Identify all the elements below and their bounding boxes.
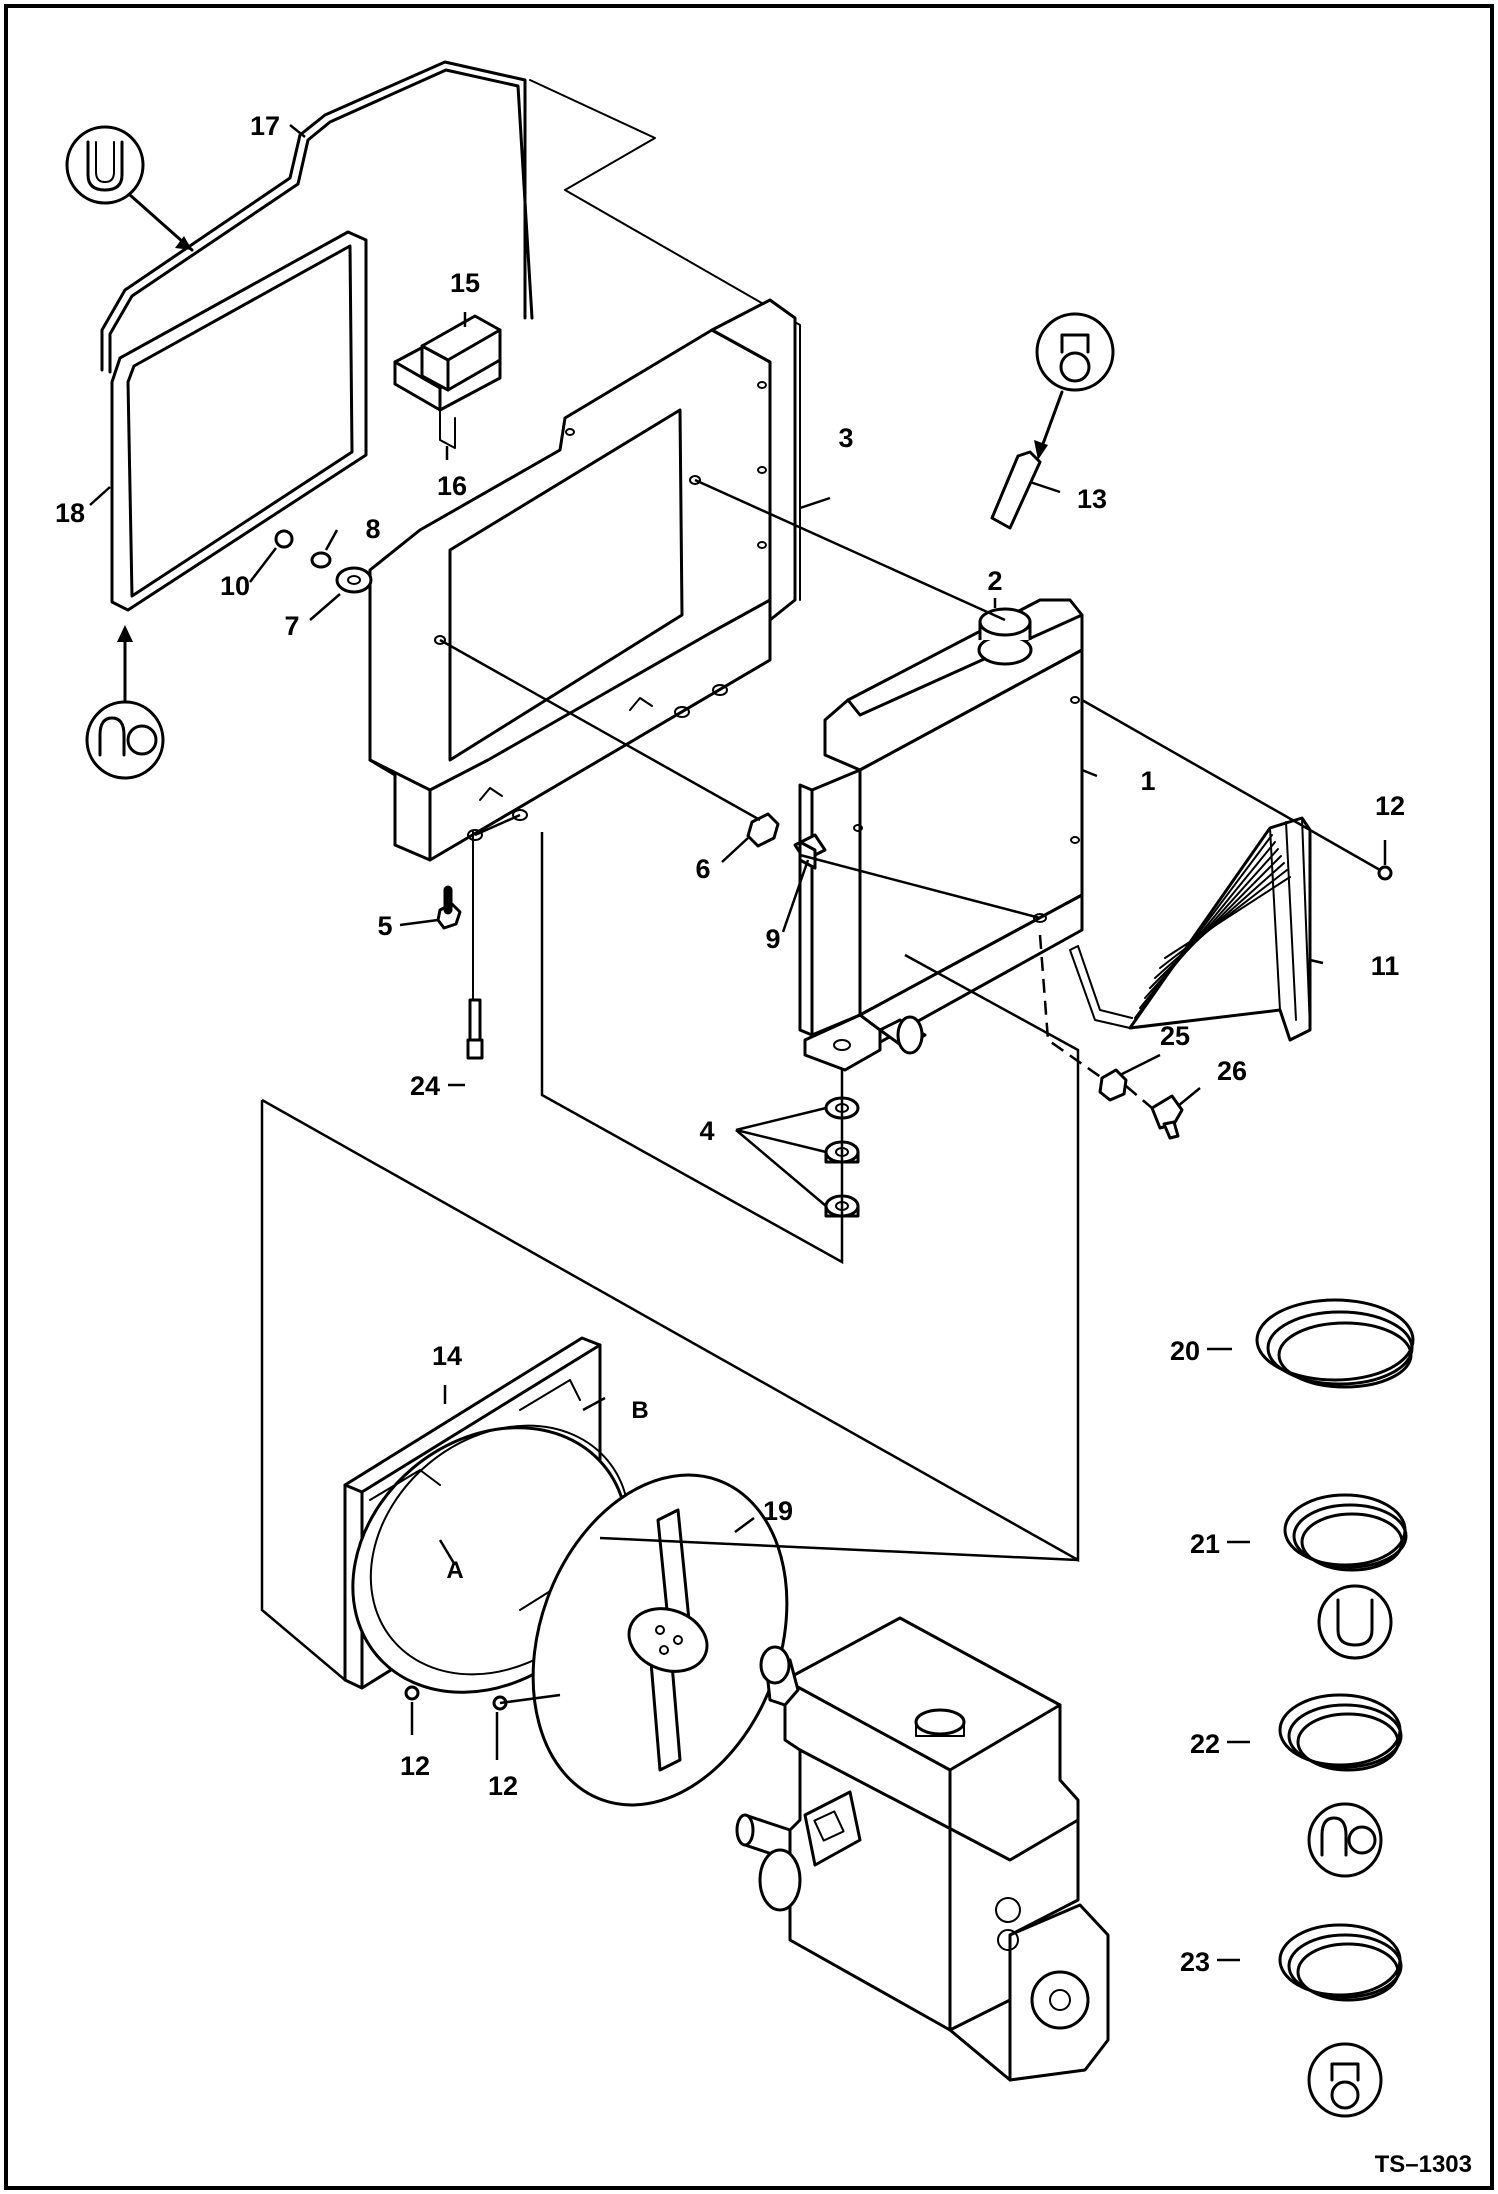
point-label-b: B <box>631 1397 648 1424</box>
callout-4: 4 <box>699 1116 714 1146</box>
hose-22 <box>1278 1693 1403 1772</box>
washer-8 <box>310 551 332 569</box>
leader-lines <box>89 124 1387 1962</box>
seal-strip-17 <box>100 60 534 374</box>
callout-17: 17 <box>250 111 280 141</box>
screw-12-right <box>1377 865 1393 881</box>
callout-12-mid: 12 <box>488 1771 518 1801</box>
callout-13: 13 <box>1077 484 1107 514</box>
callout-6: 6 <box>695 854 710 884</box>
callout-25: 25 <box>1160 1021 1190 1051</box>
callout-15: 15 <box>450 268 480 298</box>
nut-6 <box>746 812 780 848</box>
fitting-25 <box>1098 1068 1128 1102</box>
bracket-9 <box>793 833 827 870</box>
callout-3: 3 <box>838 423 853 453</box>
callout-11: 11 <box>1371 951 1400 981</box>
callout-22: 22 <box>1190 1729 1220 1759</box>
callout-20: 20 <box>1170 1336 1200 1366</box>
hose-20 <box>1255 1298 1415 1389</box>
page-border <box>4 4 1494 2190</box>
callout-18: 18 <box>55 498 85 528</box>
callout-14: 14 <box>432 1341 462 1371</box>
fin-guard-11 <box>1069 816 1312 1042</box>
callout-2: 2 <box>987 566 1002 596</box>
callout-26: 26 <box>1217 1056 1247 1086</box>
clip-13 <box>990 450 1042 530</box>
round-loop-profile-icon <box>85 700 165 780</box>
engine <box>735 1616 1110 2082</box>
bolt-24 <box>466 831 484 1060</box>
hose-21 <box>1283 1493 1408 1572</box>
point-label-a: A <box>446 1557 463 1584</box>
callout-19: 19 <box>763 1496 793 1526</box>
bulb-seal-profile-icon <box>1035 312 1115 392</box>
u-channel-profile-icon-21 <box>1317 1584 1393 1660</box>
round-loop-profile-icon-22 <box>1307 1802 1383 1878</box>
callout-16: 16 <box>437 471 467 501</box>
washer-7 <box>335 566 373 594</box>
callout-23: 23 <box>1180 1947 1210 1977</box>
callout-9: 9 <box>765 924 780 954</box>
assembly-lines <box>260 478 1381 1705</box>
callout-5: 5 <box>377 911 392 941</box>
callout-7: 7 <box>284 611 299 641</box>
drain-plug-26 <box>1150 1094 1184 1140</box>
fan-19 <box>531 1473 789 1807</box>
callout-10: 10 <box>220 571 250 601</box>
callout-1: 1 <box>1140 766 1155 796</box>
callout-12-left: 12 <box>400 1751 430 1781</box>
gasket-frame-18 <box>110 230 368 612</box>
shroud-3 <box>368 298 797 862</box>
shroud-outline <box>529 79 801 601</box>
radiator-1 <box>798 598 1084 1072</box>
u-channel-profile-icon <box>65 125 145 205</box>
figure-code: TS–1303 <box>1375 2151 1472 2178</box>
bulb-seal-profile-icon-23 <box>1307 2042 1383 2118</box>
callout-24: 24 <box>410 1071 440 1101</box>
callout-8: 8 <box>365 514 380 544</box>
bracket-15-16 <box>393 314 502 449</box>
screw-12-left <box>404 1685 420 1701</box>
nut-10 <box>274 529 294 549</box>
callout-21: 21 <box>1190 1529 1220 1559</box>
bolt-5 <box>436 885 462 930</box>
callout-12-right: 12 <box>1375 791 1405 821</box>
hose-23 <box>1278 1923 1403 2002</box>
